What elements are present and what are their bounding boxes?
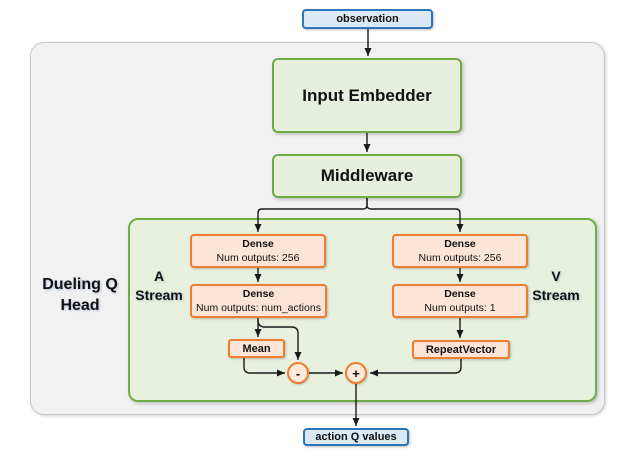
mean-label: Mean: [242, 342, 271, 355]
middleware-node: Middleware: [272, 154, 462, 198]
middleware-label: Middleware: [320, 166, 414, 185]
action-q-values-node: action Q values: [303, 428, 409, 446]
dense-v1-subtitle: Num outputs: 256: [418, 252, 502, 264]
minus-label: -: [295, 365, 301, 381]
dense-a1-title: Dense: [242, 238, 274, 250]
dense-v1-title: Dense: [444, 238, 476, 250]
a-stream-label: A Stream: [135, 268, 183, 303]
dense-v2-subtitle: Num outputs: 1: [424, 302, 496, 314]
dense-a1-node: Dense Num outputs: 256: [190, 234, 326, 268]
dense-v2-node: Dense Num outputs: 1: [392, 284, 528, 318]
dense-a2-node: Dense Num outputs: num_actions: [190, 284, 327, 318]
minus-operator-node: -: [287, 362, 309, 384]
dense-a2-title: Dense: [242, 288, 275, 300]
plus-label: +: [352, 365, 360, 381]
observation-label: observation: [336, 13, 399, 25]
dense-a1-subtitle: Num outputs: 256: [216, 252, 300, 264]
repeat-vector-node: RepeatVector: [412, 340, 510, 359]
mean-node: Mean: [228, 339, 285, 358]
input-embedder-label: Input Embedder: [302, 85, 432, 105]
repeat-vector-label: RepeatVector: [425, 343, 497, 356]
action-q-values-label: action Q values: [315, 431, 397, 443]
dense-v2-title: Dense: [444, 288, 476, 300]
dense-a2-subtitle: Num outputs: num_actions: [196, 302, 321, 314]
dense-v1-node: Dense Num outputs: 256: [392, 234, 528, 268]
input-embedder-node: Input Embedder: [272, 58, 462, 133]
plus-operator-node: +: [345, 362, 367, 384]
observation-node: observation: [302, 9, 433, 29]
dueling-q-head-label: Dueling Q Head: [42, 276, 118, 314]
v-stream-label: V Stream: [532, 268, 580, 303]
